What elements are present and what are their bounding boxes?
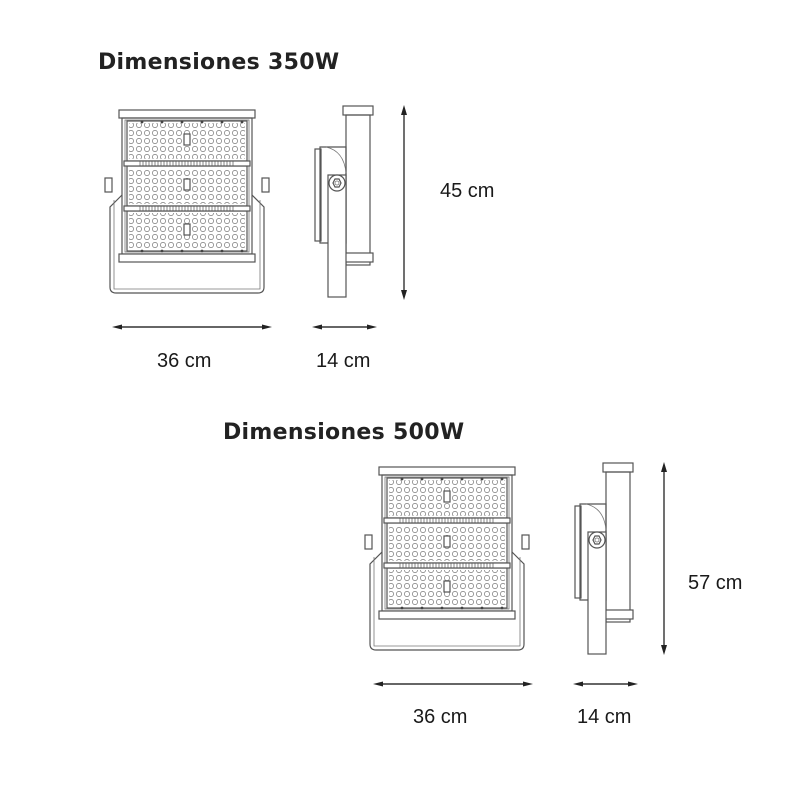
depth-label-500w: 14 cm	[577, 706, 632, 728]
width-arrow-350w	[112, 324, 272, 330]
height-label-500w: 57 cm	[688, 572, 743, 594]
floodlight-side-view-350w	[314, 105, 374, 298]
section-title-500w: Dimensiones 500W	[223, 420, 465, 445]
height-arrow-350w	[401, 105, 407, 300]
width-label-500w: 36 cm	[413, 706, 468, 728]
depth-arrow-500w	[573, 681, 638, 687]
depth-label-350w: 14 cm	[316, 350, 371, 372]
floodlight-front-view-500w	[364, 466, 530, 651]
height-label-350w: 45 cm	[440, 180, 495, 202]
floodlight-side-view-500w	[574, 462, 634, 655]
depth-arrow-350w	[312, 324, 377, 330]
width-arrow-500w	[373, 681, 533, 687]
section-title-350w: Dimensiones 350W	[98, 50, 340, 75]
width-label-350w: 36 cm	[157, 350, 212, 372]
height-arrow-500w	[661, 462, 667, 655]
floodlight-front-view-350w	[104, 109, 270, 294]
